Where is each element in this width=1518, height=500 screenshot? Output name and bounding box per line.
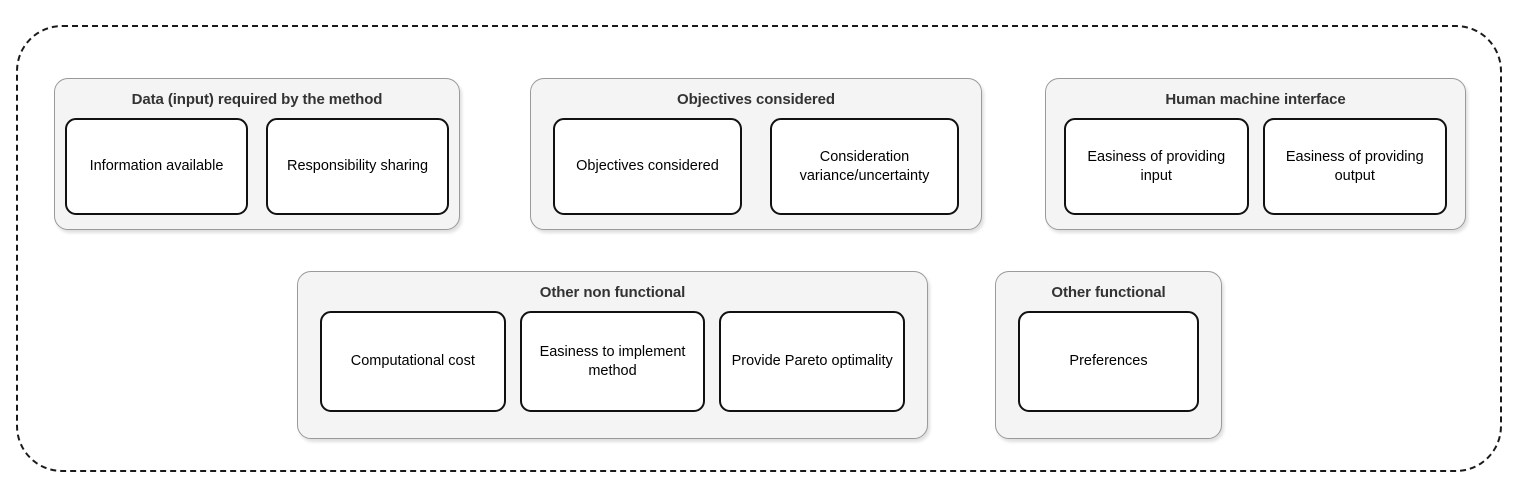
group-cards-objectives-considered: Objectives considered Consideration vari… <box>531 118 981 229</box>
group-cards-other-functional: Preferences <box>996 311 1221 438</box>
card-easiness-of-providing-input[interactable]: Easiness of providing input <box>1064 118 1249 215</box>
card-computational-cost[interactable]: Computational cost <box>320 311 506 412</box>
group-title-data-input: Data (input) required by the method <box>131 91 383 108</box>
card-responsibility-sharing[interactable]: Responsibility sharing <box>266 118 449 215</box>
card-information-available[interactable]: Information available <box>65 118 248 215</box>
card-preferences[interactable]: Preferences <box>1018 311 1199 412</box>
group-other-non-functional[interactable]: Other non functional Computational cost … <box>297 271 928 439</box>
group-title-objectives-considered: Objectives considered <box>677 91 835 108</box>
group-title-human-machine-interface: Human machine interface <box>1165 91 1346 108</box>
card-easiness-of-providing-output[interactable]: Easiness of providing output <box>1262 118 1447 215</box>
outer-dashed-container <box>16 25 1502 472</box>
group-cards-human-machine-interface: Easiness of providing input Easiness of … <box>1046 118 1465 229</box>
group-objectives-considered[interactable]: Objectives considered Objectives conside… <box>530 78 982 230</box>
card-objectives-considered[interactable]: Objectives considered <box>553 118 742 215</box>
group-data-input[interactable]: Data (input) required by the method Info… <box>54 78 460 230</box>
group-cards-data-input: Information available Responsibility sha… <box>55 118 459 229</box>
group-title-other-functional: Other functional <box>1051 284 1166 301</box>
group-title-other-non-functional: Other non functional <box>539 284 686 301</box>
card-easiness-to-implement-method[interactable]: Easiness to implement method <box>519 311 706 412</box>
group-other-functional[interactable]: Other functional Preferences <box>995 271 1222 439</box>
card-provide-pareto-optimality[interactable]: Provide Pareto optimality <box>719 311 906 412</box>
card-consideration-variance-uncertainty[interactable]: Consideration variance/uncertainty <box>770 118 959 215</box>
group-cards-other-non-functional: Computational cost Easiness to implement… <box>298 311 927 438</box>
group-human-machine-interface[interactable]: Human machine interface Easiness of prov… <box>1045 78 1466 230</box>
